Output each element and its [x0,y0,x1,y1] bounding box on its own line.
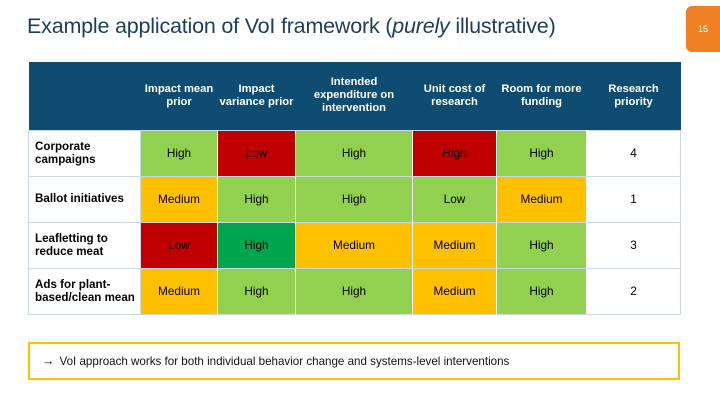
title-text-after: illustrative) [449,14,556,38]
column-header-intervention [28,62,141,130]
rating-cell: Low [140,221,218,269]
title-text-italic: purely [392,14,450,38]
rating-cell: High [295,129,413,177]
rating-cell: High [412,129,497,177]
arrow-icon: → [42,354,55,368]
rating-cell: High [217,267,296,315]
column-header-impact-mean-prior: Impact mean prior [140,62,218,130]
column-header-room-for-more-funding: Room for more funding [496,62,587,130]
column-header-intended-expenditure: Intended expenditure on intervention [295,62,413,130]
rating-cell: High [140,129,218,177]
rating-cell: Medium [412,221,497,269]
rating-cell: High [496,221,587,269]
rating-cell: Medium [496,175,587,223]
rating-cell: High [217,175,296,223]
rating-cell: Medium [412,267,497,315]
rating-cell: High [217,221,296,269]
voi-table: Impact mean prior Impact variance prior … [28,62,681,315]
research-priority-cell: 2 [586,267,681,315]
rating-cell: High [496,129,587,177]
table-header: Impact mean prior Impact variance prior … [28,62,681,130]
research-priority-cell: 3 [586,221,681,269]
row-label: Leafletting to reduce meat [28,221,141,269]
callout-text: VoI approach works for both individual b… [59,354,510,368]
rating-cell: Low [217,129,296,177]
rating-cell: Medium [140,267,218,315]
rating-cell: High [295,267,413,315]
row-label: Corporate campaigns [28,129,141,177]
column-header-research-priority: Research priority [586,62,681,130]
research-priority-cell: 4 [586,129,681,177]
table-header-row: Impact mean prior Impact variance prior … [28,62,681,130]
rating-cell: High [295,175,413,223]
research-priority-cell: 1 [586,175,681,223]
page-number-badge: 15 [686,6,720,52]
row-label: Ads for plant-based/clean mean [28,267,141,315]
rating-cell: Medium [295,221,413,269]
rating-cell: Low [412,175,497,223]
column-header-impact-variance-prior: Impact variance prior [217,62,296,130]
callout-box: → VoI approach works for both individual… [28,342,680,380]
page-title: Example application of VoI framework (pu… [27,14,556,39]
rating-cell: High [496,267,587,315]
rating-cell: Medium [140,175,218,223]
column-header-unit-cost-of-research: Unit cost of research [412,62,497,130]
page-number-label: 15 [697,24,708,34]
row-label: Ballot initiatives [28,175,141,223]
title-text-before: Example application of VoI framework ( [27,14,393,38]
voi-table-container: Impact mean prior Impact variance prior … [28,62,681,315]
